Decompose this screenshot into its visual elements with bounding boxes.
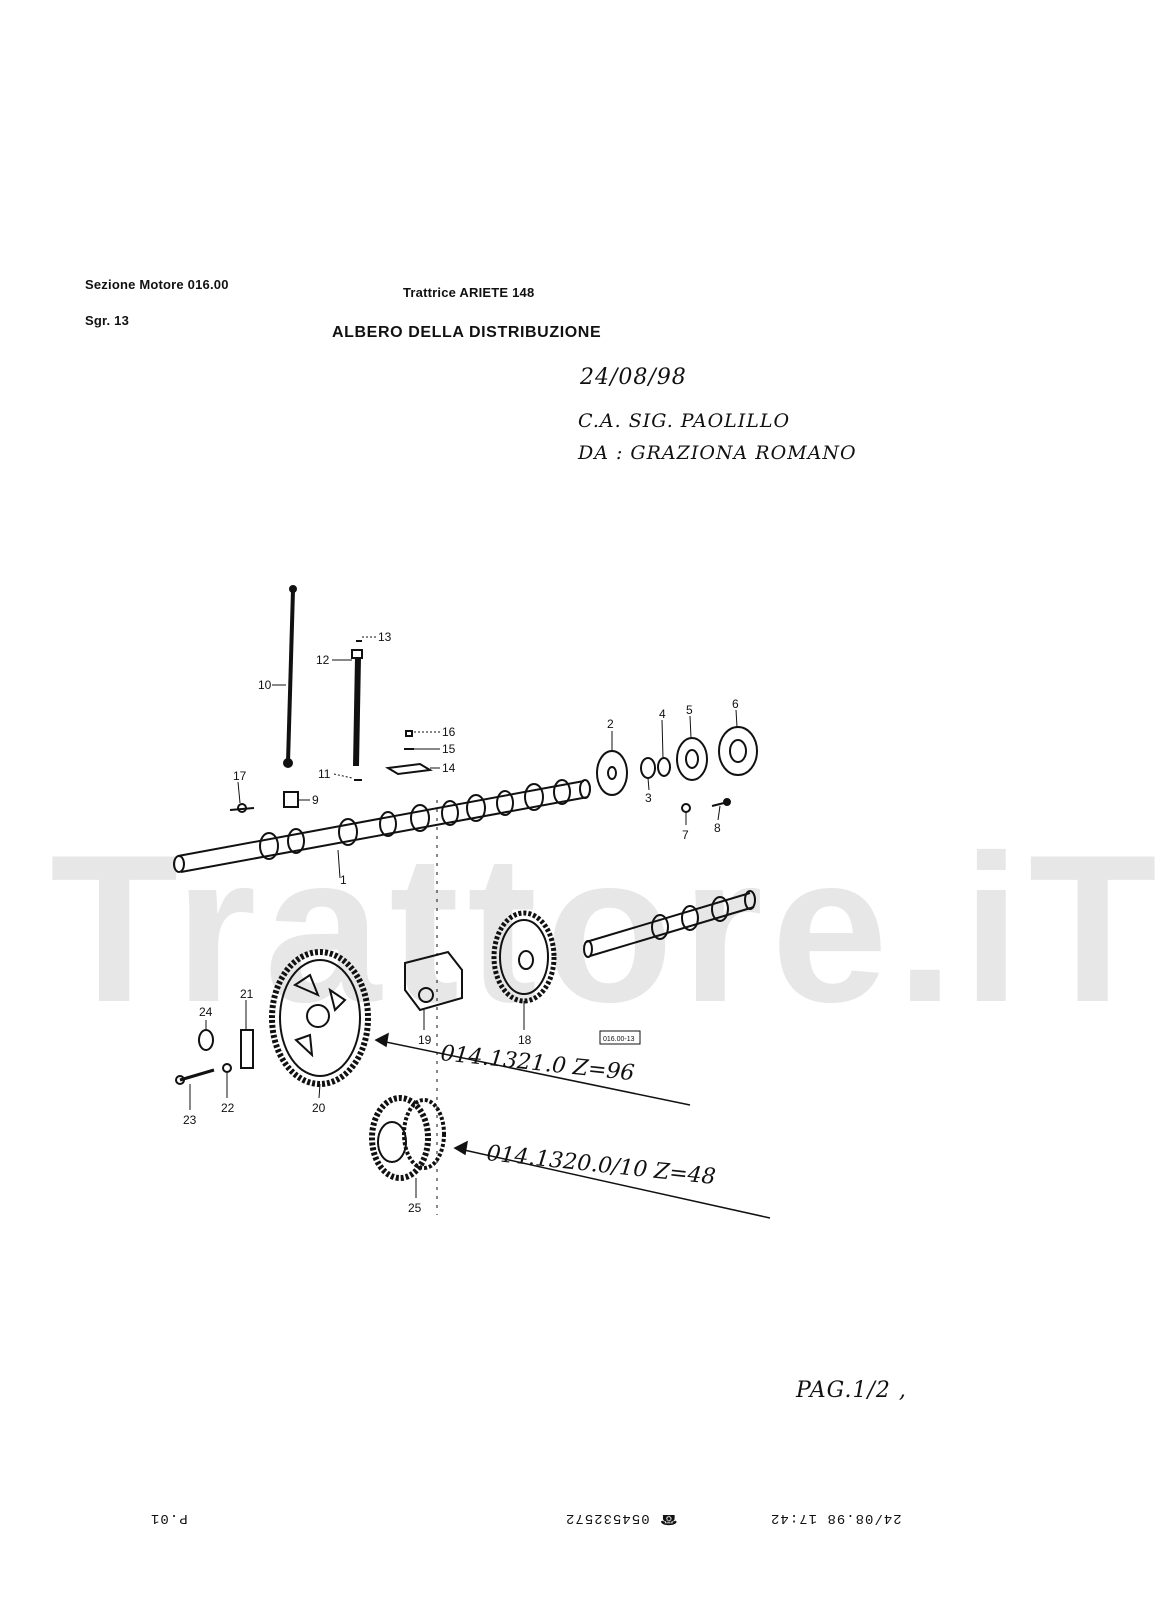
small-parts-14-16	[385, 730, 433, 776]
part-label: 10	[258, 678, 272, 692]
part-label: 23	[183, 1113, 197, 1127]
part-17	[229, 803, 255, 813]
ref-code-box	[599, 1030, 641, 1045]
part-label: 4	[659, 707, 666, 721]
gear-25-part	[369, 1095, 446, 1181]
part-label: 11	[318, 767, 331, 781]
fax-number: ☎ 054532572	[565, 1510, 678, 1526]
gear-18-part	[491, 910, 557, 1004]
part-9	[283, 791, 299, 808]
part-label: 15	[442, 742, 456, 756]
section-label: Sezione Motore 016.00	[85, 277, 229, 292]
gear-25-annotation: 014.1320.0/10 Z=48	[485, 1141, 716, 1190]
push-rod-part	[283, 585, 297, 768]
part-label: 22	[221, 1101, 235, 1115]
handwritten-attention: C.A. SIG. PAOLILLO	[578, 410, 791, 432]
handwritten-from: DA : GRAZIONA ROMANO	[578, 442, 857, 464]
washer-parts	[596, 726, 758, 796]
part-label: 21	[240, 987, 254, 1001]
part-label: 19	[418, 1033, 432, 1047]
handwritten-date: 24/08/98	[580, 365, 687, 390]
ref-code: 016.00-13	[603, 1036, 635, 1043]
watermark-text: Trattore.iT	[50, 811, 1162, 1046]
part-label: 3	[645, 791, 652, 805]
plate-21-part	[240, 1029, 254, 1069]
part-label: 9	[312, 793, 319, 807]
secondary-shaft-part	[583, 890, 756, 958]
gear-20-part	[269, 949, 371, 1087]
part-label: 5	[686, 703, 693, 717]
part-label: 14	[442, 761, 456, 775]
part-label: 20	[312, 1101, 326, 1115]
ring-24-part	[198, 1029, 214, 1051]
part-label: 6	[732, 697, 739, 711]
part-label: 2	[607, 717, 614, 731]
part-label: 16	[442, 725, 456, 739]
part-label: 17	[233, 769, 247, 783]
part-label: 8	[714, 821, 721, 835]
part-label: 12	[316, 653, 330, 667]
part-label: 13	[378, 630, 392, 644]
part-7	[681, 803, 691, 813]
part-8	[711, 798, 731, 807]
fax-datetime: 24/08.98 17:42	[770, 1510, 902, 1526]
tappet-part	[351, 640, 363, 781]
bolt-23-part	[175, 1068, 215, 1085]
gear-20-annotation: 014.1321.0 Z=96	[439, 1041, 635, 1086]
subgroup-label: Sgr. 13	[85, 313, 130, 328]
bracket-19-part	[404, 950, 463, 1012]
part-label: 18	[518, 1033, 532, 1047]
washer-22-part	[222, 1063, 232, 1073]
part-label: 1	[340, 873, 347, 887]
part-label: 7	[682, 828, 689, 842]
handwritten-page: PAG.1/2 ,	[796, 1378, 907, 1403]
part-label: 25	[408, 1201, 422, 1215]
page-title: ALBERO DELLA DISTRIBUZIONE	[332, 324, 602, 341]
part-label: 24	[199, 1005, 213, 1019]
model-label: Trattrice ARIETE 148	[403, 285, 535, 300]
fax-page: P.01	[150, 1510, 188, 1526]
camshaft-part	[173, 779, 591, 873]
